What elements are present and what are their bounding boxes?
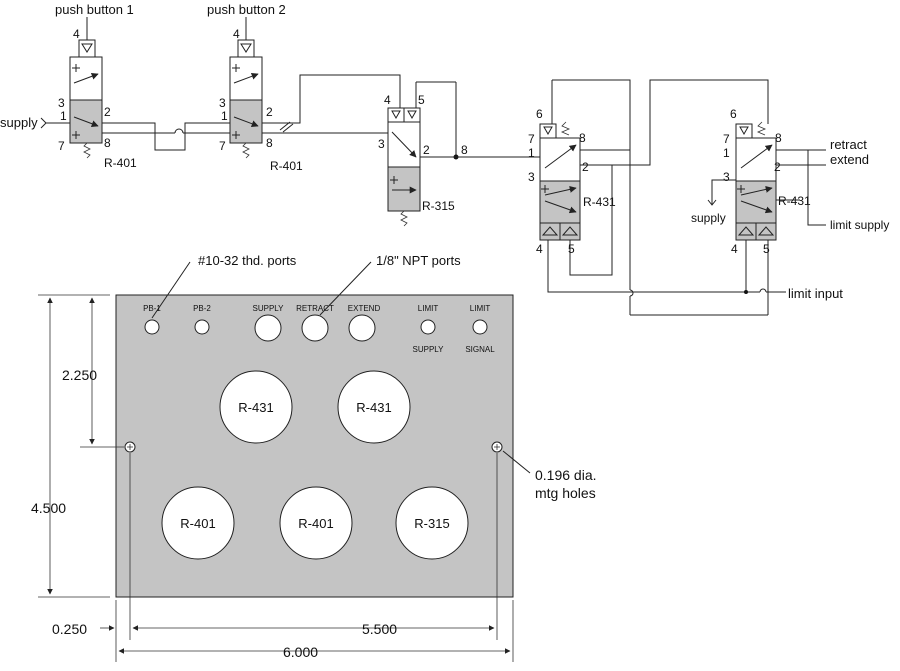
valve-label: R-401 — [270, 159, 303, 173]
port-label: 1 — [528, 146, 535, 160]
extend-label: extend — [830, 152, 869, 167]
dim-height-total: 4.500 — [31, 500, 66, 516]
port-hole-pb1 — [144, 319, 160, 335]
port-label: 4 — [73, 27, 80, 41]
limit-supply-label: limit supply — [830, 218, 889, 232]
valve-cutout-r431-b — [337, 370, 411, 444]
valve-r431-right — [735, 121, 777, 241]
port-label: 8 — [104, 136, 111, 150]
valve-label: R-315 — [422, 199, 455, 213]
port-label: 5 — [568, 242, 575, 256]
port-hole-supply — [254, 314, 282, 342]
npt-ports-callout: 1/8" NPT ports — [376, 253, 461, 268]
port-label: 3 — [528, 170, 535, 184]
port-label: 2 — [104, 105, 111, 119]
thread-ports-callout: #10-32 thd. ports — [198, 253, 297, 268]
dim-width-total: 6.000 — [283, 644, 318, 660]
dim-height-partial: 2.250 — [62, 367, 97, 383]
port-label: 3 — [723, 170, 730, 184]
port-label-retract: RETRACT — [296, 304, 334, 313]
port-label: 2 — [423, 143, 430, 157]
port-label: 7 — [58, 139, 65, 153]
mounting-hole-left — [124, 441, 136, 453]
dim-hole-span: 5.500 — [362, 621, 397, 637]
port-label: 5 — [763, 242, 770, 256]
port-label-limit-1: LIMIT — [418, 304, 439, 313]
port-label: 4 — [536, 242, 543, 256]
port-label: 3 — [58, 96, 65, 110]
port-label: 3 — [219, 96, 226, 110]
port-label: 1 — [723, 146, 730, 160]
mounting-hole-right — [491, 441, 503, 453]
port-label-limit-2: LIMIT — [470, 304, 491, 313]
dim-edge-offset: 0.250 — [52, 621, 87, 637]
port-label: 2 — [774, 160, 781, 174]
port-label-pb1: PB-1 — [143, 304, 161, 313]
cutout-label: R-431 — [356, 400, 391, 415]
valve-cutout-r401-a — [161, 486, 235, 560]
supply-label-right: supply — [691, 211, 726, 225]
limit-input-label: limit input — [788, 286, 843, 301]
port-label: 1 — [60, 109, 67, 123]
valve-label: R-431 — [778, 194, 811, 208]
cutout-label: R-431 — [238, 400, 273, 415]
port-label-limit-signal: SIGNAL — [465, 345, 495, 354]
port-label: 8 — [266, 136, 273, 150]
port-hole-retract — [301, 314, 329, 342]
port-label: 4 — [233, 27, 240, 41]
valve-cutout-r431-a — [219, 370, 293, 444]
port-label: 3 — [378, 137, 385, 151]
port-label: 4 — [731, 242, 738, 256]
port-label: 5 — [418, 93, 425, 107]
valve-r401-left — [69, 39, 103, 159]
valve-cutout-r401-b — [279, 486, 353, 560]
mtg-holes-callout-line1: 0.196 dia. — [535, 467, 597, 483]
port-label: 6 — [730, 107, 737, 121]
port-hole-limit-supply — [420, 319, 436, 335]
port-label: 2 — [266, 105, 273, 119]
dimension-lines — [38, 294, 514, 662]
port-label: 4 — [384, 93, 391, 107]
port-hole-pb2 — [194, 319, 210, 335]
cutout-label: R-401 — [298, 516, 333, 531]
port-label: 1 — [221, 109, 228, 123]
valve-r315 — [387, 107, 421, 227]
valve-r401-right — [229, 39, 263, 159]
valve-label: R-431 — [583, 195, 616, 209]
mtg-holes-callout-line2: mtg holes — [535, 485, 596, 501]
port-label: 7 — [528, 132, 535, 146]
port-label: 7 — [219, 139, 226, 153]
port-label: 7 — [723, 132, 730, 146]
cutout-label: R-315 — [414, 516, 449, 531]
supply-label: supply — [0, 115, 38, 130]
port-label: 6 — [536, 107, 543, 121]
valve-cutout-r315 — [395, 486, 469, 560]
port-label: 2 — [582, 160, 589, 174]
port-label-pb2: PB-2 — [193, 304, 211, 313]
port-hole-limit-signal — [472, 319, 488, 335]
push-button-1-label: push button 1 — [55, 2, 134, 17]
port-label: 8 — [775, 131, 782, 145]
push-button-2-label: push button 2 — [207, 2, 286, 17]
port-label: 8 — [461, 143, 468, 157]
port-label: 8 — [579, 131, 586, 145]
port-hole-extend — [348, 314, 376, 342]
valve-label: R-401 — [104, 156, 137, 170]
port-label-limit-supply: SUPPLY — [413, 345, 445, 354]
port-label-extend: EXTEND — [348, 304, 381, 313]
valve-r431-middle — [539, 121, 581, 241]
retract-label: retract — [830, 137, 867, 152]
cutout-label: R-401 — [180, 516, 215, 531]
port-label-supply: SUPPLY — [253, 304, 285, 313]
